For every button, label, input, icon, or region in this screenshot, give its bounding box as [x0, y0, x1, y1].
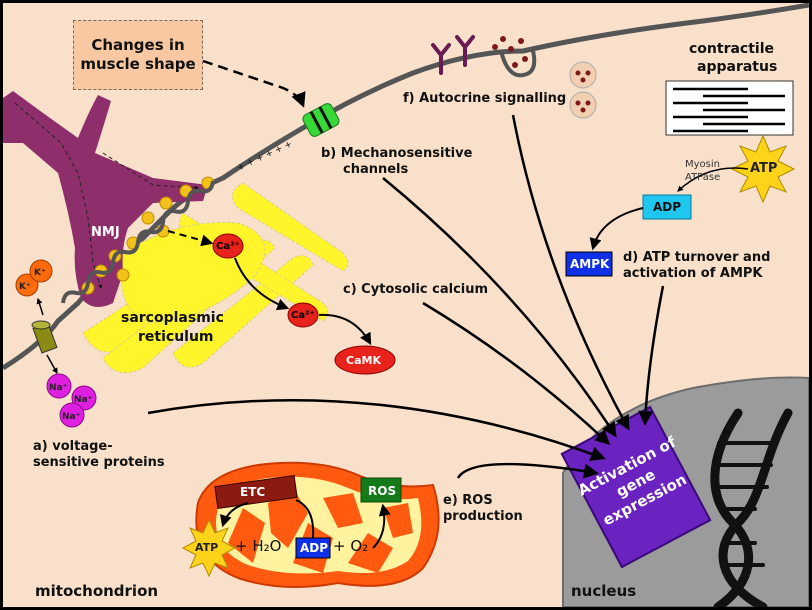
- label-d-line2: activation of AMPK: [623, 266, 763, 281]
- sr-label-line2: reticulum: [138, 329, 214, 345]
- atp-label-mito: ATP: [195, 541, 219, 554]
- sodium-label-3: Na⁺: [62, 412, 81, 422]
- potassium-ions: [15, 259, 53, 297]
- ion-channel: [31, 297, 58, 375]
- arrow-calcium-2-to-camk: [318, 313, 372, 346]
- calcium-label-1: Ca²⁺: [216, 241, 240, 252]
- calcium-label-2: Ca²⁺: [291, 310, 315, 321]
- ros-label: ROS: [368, 484, 397, 498]
- label-a-line2: sensitive proteins: [33, 455, 165, 470]
- arrow-atp-to-adp: [677, 167, 749, 192]
- ros-node: [360, 477, 402, 503]
- arrow-o2-to-ros: [372, 503, 391, 549]
- arrow-calcium-1-to-2: [234, 257, 290, 311]
- adp-label-top: ADP: [653, 200, 682, 214]
- arrow-adp-loop: [295, 499, 315, 539]
- contractile-label-line2: apparatus: [697, 59, 778, 75]
- sodium-ions: [46, 373, 97, 428]
- atp-label-top: ATP: [750, 161, 778, 176]
- label-e-line1: e) ROS: [443, 493, 493, 508]
- o2-label: + O₂: [333, 537, 369, 555]
- mitochondrion: [195, 461, 440, 588]
- diagram-svg: + + + + + +: [3, 3, 809, 607]
- atp-star-top: [730, 134, 796, 204]
- camk-label: CaMK: [346, 354, 381, 367]
- arrow-shape-to-channel: [202, 59, 306, 108]
- sodium-label-2: Na⁺: [74, 395, 93, 405]
- label-b-line1: b) Mechanosensitive: [321, 146, 473, 161]
- arrow-etc-to-atp: [219, 502, 249, 528]
- camk-node: [334, 345, 396, 375]
- atp-star-mito: [181, 518, 237, 578]
- membrane-endocytosis-pit: [499, 50, 537, 78]
- arrow-ros-to-gene: [456, 462, 599, 479]
- autocrine-receptors: [431, 35, 475, 75]
- adp-label-mito: ADP: [300, 541, 329, 555]
- nucleus-label: nucleus: [571, 582, 637, 600]
- vesicles: [569, 61, 597, 119]
- label-e-line2: production: [443, 509, 523, 524]
- myosin-label-line1: Myosin: [685, 159, 720, 170]
- ampk-label: AMPK: [570, 257, 610, 271]
- label-b-line2: channels: [343, 162, 409, 177]
- plus-signs: + + + + + +: [236, 139, 294, 173]
- dna-helix: [710, 408, 793, 607]
- calcium-ion-2: [287, 302, 319, 328]
- secreted-factors: [492, 36, 528, 68]
- arrow-voltage-to-gene: [147, 398, 606, 461]
- etc-label: ETC: [240, 485, 266, 499]
- arrow-mechano-to-gene: [382, 177, 617, 438]
- label-d-line1: d) ATP turnover and: [623, 250, 771, 265]
- mitochondrion-label: mitochondrion: [35, 582, 159, 600]
- myosin-label-line2: ATPase: [685, 172, 721, 183]
- contractile-label-line1: contractile: [689, 41, 775, 57]
- sr-label-line1: sarcoplasmic: [121, 310, 224, 326]
- junctional-folds: [61, 180, 216, 304]
- adp-node-top: [642, 194, 692, 220]
- arrow-autocrine-to-gene: [511, 114, 630, 431]
- arrow-cytosolic-to-gene: [422, 301, 611, 446]
- arrow-nmj-to-calcium: [167, 230, 214, 247]
- sodium-label-1: Na⁺: [49, 383, 68, 393]
- nmj-label: NMJ: [91, 225, 120, 240]
- arrow-adp-to-ampk: [589, 207, 644, 251]
- label-f: f) Autocrine signalling: [403, 91, 567, 106]
- nmj-neuron: [3, 91, 208, 307]
- label-a-line1: a) voltage-: [33, 439, 113, 454]
- potassium-label-2: K⁺: [34, 268, 46, 278]
- label-c: c) Cytosolic calcium: [343, 282, 489, 297]
- mechanosensitive-channel: [302, 103, 340, 137]
- changes-in-muscle-shape-box: Changes in muscle shape: [73, 20, 203, 90]
- etc-node: [214, 474, 298, 510]
- potassium-label-1: K⁺: [19, 282, 31, 292]
- ampk-node: [565, 251, 613, 277]
- arrow-ampk-to-gene: [638, 285, 665, 426]
- h2o-label: + H₂O: [235, 537, 282, 555]
- contractile-apparatus: [665, 80, 794, 136]
